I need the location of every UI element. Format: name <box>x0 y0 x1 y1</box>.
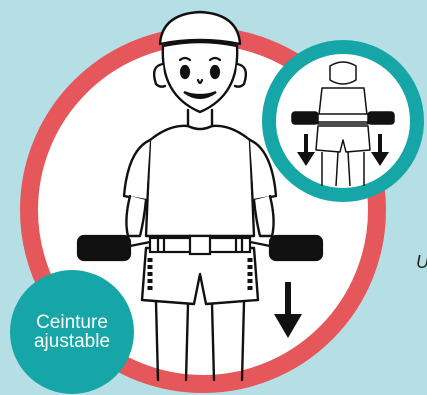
badge-line-2: ajustable <box>34 332 110 351</box>
side-text-fragment: U <box>416 252 427 273</box>
adjustable-belt-badge: Ceinture ajustable <box>10 270 134 394</box>
badge-line-1: Ceinture <box>36 313 108 332</box>
